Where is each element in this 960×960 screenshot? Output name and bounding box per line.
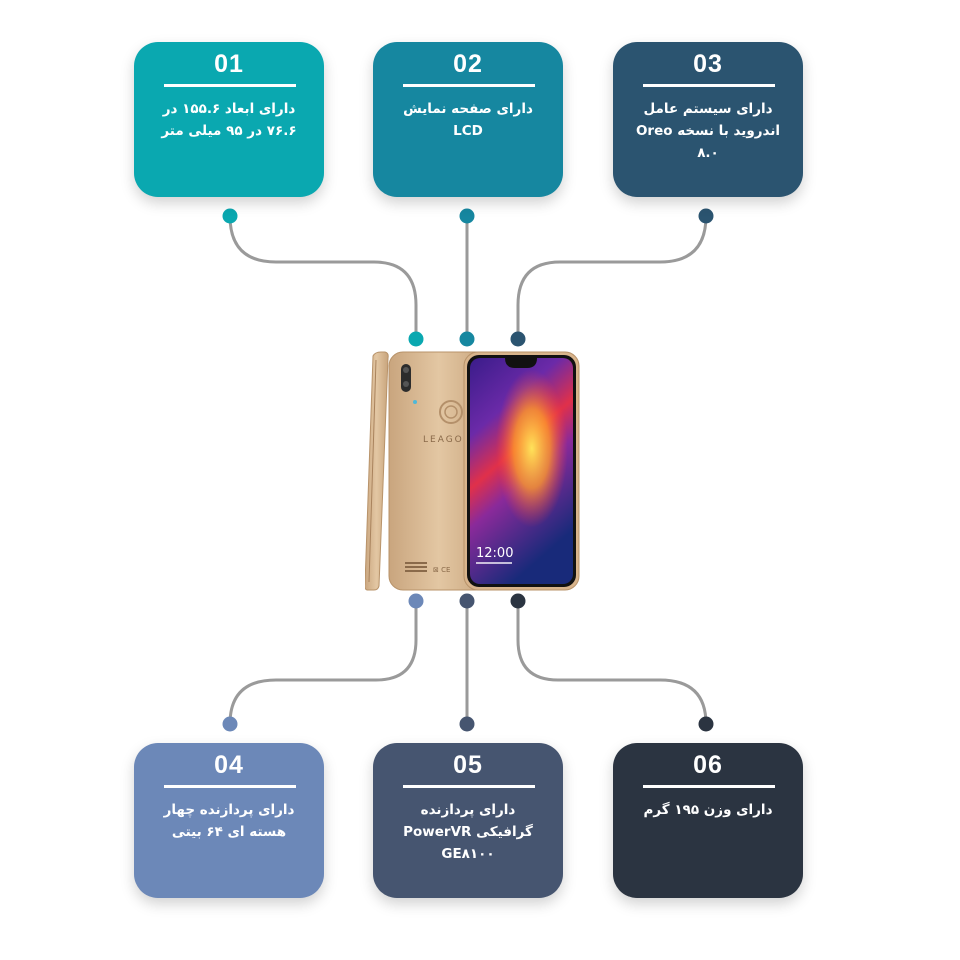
card-text: دارای پردازنده چهار هسته ای ۶۴ بیتی [163,802,295,840]
screen-notch [505,358,537,368]
spec-card-01: 01 دارای ابعاد ۱۵۵.۶ در ۷۶.۶ در ۹۵ میلی … [134,42,324,197]
connector-04 [228,601,418,725]
spec-card-02: 02 دارای صفحه نمایش LCD [373,42,563,197]
card-text: دارای سیستم عامل اندروید با نسخه Oreo ۸.… [635,101,781,161]
spec-card-04: 04 دارای پردازنده چهار هسته ای ۶۴ بیتی [134,743,324,898]
dot-06-bottom [698,716,714,732]
dot-04-bottom [222,716,238,732]
screen-clock: 12:00 [476,546,513,561]
card-number: 02 [453,50,483,78]
dot-02-phone [459,331,475,347]
back-logo: LEAGOO [423,435,473,445]
svg-text:⊠ CE: ⊠ CE [433,566,450,574]
card-text: دارای پردازنده گرافیکی PowerVR GE۸۱۰۰ [403,802,533,862]
card-number: 06 [693,751,723,779]
connector-06 [516,601,708,725]
dot-06-phone [510,593,526,609]
phone-illustration: LEAGOO ⊠ CE 12:00 [364,350,585,592]
dot-03-top [698,208,714,224]
card-number: 03 [693,50,723,78]
card-divider [643,84,775,87]
connector-01 [228,215,418,338]
dot-02-top [459,208,475,224]
card-divider [403,84,535,87]
card-text: دارای ابعاد ۱۵۵.۶ در ۷۶.۶ در ۹۵ میلی متر [161,101,297,139]
dot-01-phone [408,331,424,347]
card-number: 05 [453,751,483,779]
phone-front-view: 12:00 [463,351,580,591]
dot-04-phone [408,593,424,609]
spec-card-06: 06 دارای وزن ۱۹۵ گرم [613,743,803,898]
dot-03-phone [510,331,526,347]
card-number: 04 [214,751,244,779]
fingerprint-icon [439,400,463,424]
phone-side-view [364,351,389,591]
spec-card-05: 05 دارای پردازنده گرافیکی PowerVR GE۸۱۰۰ [373,743,563,898]
card-text: دارای صفحه نمایش LCD [403,101,533,139]
card-divider [164,84,296,87]
card-divider [403,785,535,788]
dot-01-top [222,208,238,224]
card-divider [643,785,775,788]
card-text: دارای وزن ۱۹۵ گرم [643,802,773,818]
dot-05-phone [459,593,475,609]
spec-card-03: 03 دارای سیستم عامل اندروید با نسخه Oreo… [613,42,803,197]
dot-05-bottom [459,716,475,732]
card-divider [164,785,296,788]
card-number: 01 [214,50,244,78]
connector-03 [516,215,708,338]
